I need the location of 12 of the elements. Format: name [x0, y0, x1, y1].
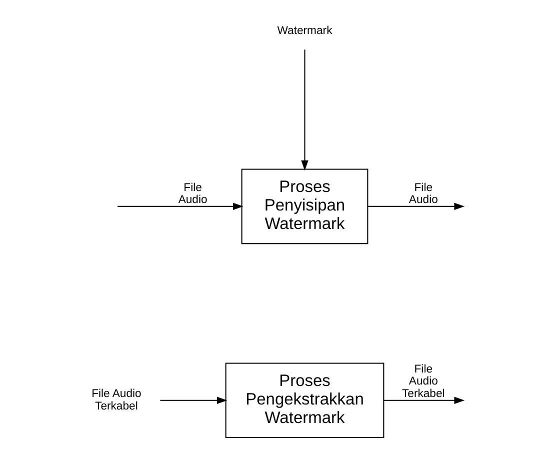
arrow	[117, 202, 243, 210]
arrow	[160, 396, 227, 404]
arrow	[300, 50, 308, 171]
edge-label: File Audio Terkabel	[401, 363, 444, 400]
node-text: File Audio Terkabel	[91, 388, 141, 412]
edge-label: File Audio	[408, 182, 438, 206]
arrow	[367, 202, 464, 210]
node-box: Proses Pengekstrakkan Watermark	[224, 362, 384, 438]
node-box: Proses Penyisipan Watermark	[240, 168, 368, 244]
node-text: Watermark	[276, 24, 332, 37]
arrow	[384, 396, 464, 404]
edge-label: File Audio	[178, 182, 207, 206]
